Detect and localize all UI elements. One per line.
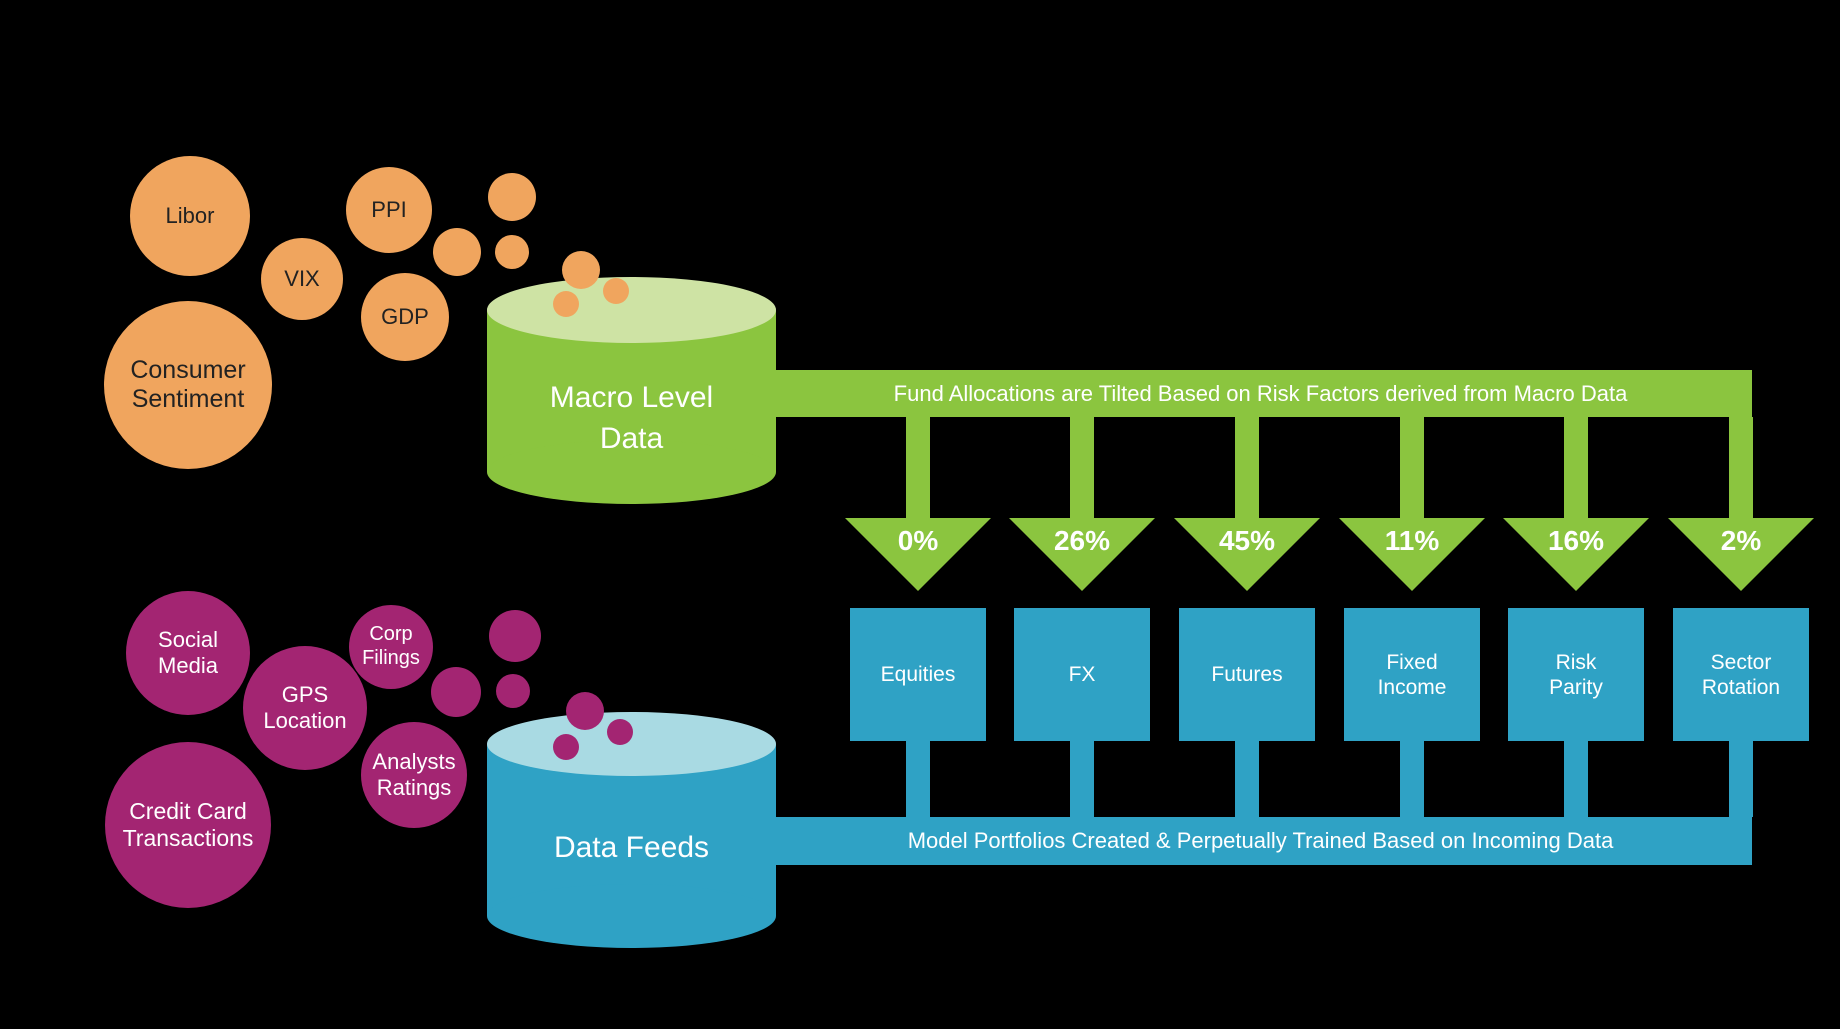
asset-class-label: FX <box>1068 663 1096 686</box>
macro-flow-dot <box>562 251 600 289</box>
bubble-consumer-sentiment: Consumer Sentiment <box>104 301 272 469</box>
feeds-flow-dot <box>496 674 530 708</box>
asset-class-box: Sector Rotation <box>1673 608 1809 741</box>
asset-class-box: Fixed Income <box>1344 608 1480 741</box>
asset-class-box: FX <box>1014 608 1150 741</box>
feeds-banner-text: Model Portfolios Created & Perpetually T… <box>907 828 1614 853</box>
box-stem <box>1564 741 1588 817</box>
feeds-flow-dot <box>553 734 579 760</box>
box-stem <box>1729 741 1753 817</box>
asset-class-box: Risk Parity <box>1508 608 1644 741</box>
bubble-libor: Libor <box>130 156 250 276</box>
bubble-gdp: GDP <box>361 273 449 361</box>
asset-class-box: Futures <box>1179 608 1315 741</box>
macro-flow-dot <box>603 278 629 304</box>
asset-class-label: Fixed Income <box>1377 650 1447 699</box>
bubble-gps-location: GPS Location <box>243 646 367 770</box>
down-arrow-icon <box>1339 518 1485 591</box>
macro-banner-text: Fund Allocations are Tilted Based on Ris… <box>893 381 1628 406</box>
feeds-flow-dot <box>431 667 481 717</box>
macro-flow-dot <box>488 173 536 221</box>
arrow-stem <box>1729 417 1753 518</box>
cylinder-bottom <box>487 440 776 504</box>
arrow-stem <box>1400 417 1424 518</box>
macro-banner: Fund Allocations are Tilted Based on Ris… <box>769 370 1752 417</box>
box-stem <box>906 741 930 817</box>
cylinder-top <box>487 277 776 343</box>
down-arrow-icon <box>1668 518 1814 591</box>
cylinder-top <box>487 712 776 776</box>
allocation-percent: 26% <box>1053 525 1111 556</box>
arrow-stem <box>906 417 930 518</box>
allocation-percent: 45% <box>1218 525 1276 556</box>
allocation-percent: 0% <box>897 525 939 556</box>
box-stem <box>1235 741 1259 817</box>
feeds-flow-dot <box>607 719 633 745</box>
asset-class-label: Sector Rotation <box>1701 650 1781 699</box>
macro-flow-dot <box>433 228 481 276</box>
asset-class-label: Futures <box>1211 663 1283 686</box>
cylinder-bottom <box>487 884 776 948</box>
bubble-social-media: Social Media <box>126 591 250 715</box>
arrow-stem <box>1070 417 1094 518</box>
allocation-percent: 16% <box>1547 525 1605 556</box>
allocation-percent: 11% <box>1384 525 1440 556</box>
down-arrow-icon <box>1503 518 1649 591</box>
bubble-corp-filings: Corp Filings <box>349 605 433 689</box>
macro-flow-dot <box>495 235 529 269</box>
bubble-analysts-ratings: Analysts Ratings <box>361 722 467 828</box>
bubble-credit-card-transactions: Credit Card Transactions <box>105 742 271 908</box>
macro-flow-dot <box>553 291 579 317</box>
box-stem <box>1400 741 1424 817</box>
arrow-stem <box>1235 417 1259 518</box>
bubble-vix: VIX <box>261 238 343 320</box>
box-stem <box>1070 741 1094 817</box>
allocation-percent: 2% <box>1720 525 1762 556</box>
down-arrow-icon <box>1174 518 1320 591</box>
feeds-banner: Model Portfolios Created & Perpetually T… <box>769 817 1752 865</box>
arrow-stem <box>1564 417 1588 518</box>
asset-class-box: Equities <box>850 608 986 741</box>
down-arrow-icon <box>845 518 991 591</box>
feeds-flow-dot <box>566 692 604 730</box>
feeds-flow-dot <box>489 610 541 662</box>
asset-class-label: Equities <box>880 663 956 686</box>
bubble-ppi: PPI <box>346 167 432 253</box>
macro-cylinder-label: Macro Level Data <box>549 381 714 455</box>
down-arrow-icon <box>1009 518 1155 591</box>
feeds-cylinder-label: Data Feeds <box>553 831 710 864</box>
asset-class-label: Risk Parity <box>1549 650 1603 699</box>
